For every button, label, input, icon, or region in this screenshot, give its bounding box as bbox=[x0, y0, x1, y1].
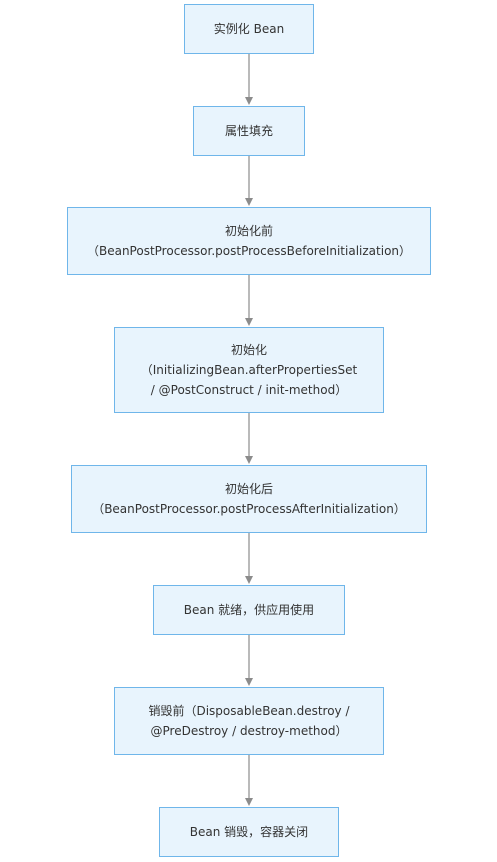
node-label-detail: （BeanPostProcessor.postProcessAfterIniti… bbox=[92, 502, 406, 516]
node-label: Bean 就绪，供应用使用 bbox=[183, 603, 315, 617]
arrowhead-icon bbox=[245, 97, 253, 105]
node-populate-properties: 属性填充 bbox=[193, 106, 305, 156]
node-instantiate-bean: 实例化 Bean bbox=[184, 4, 314, 54]
node-label: 销毁前（DisposableBean.destroy / bbox=[148, 704, 350, 718]
node-after-initialization: 初始化后 （BeanPostProcessor.postProcessAfter… bbox=[71, 465, 427, 533]
node-label: 实例化 Bean bbox=[213, 22, 285, 36]
arrowhead-icon bbox=[245, 456, 253, 464]
node-label-detail: （BeanPostProcessor.postProcessBeforeInit… bbox=[86, 244, 412, 258]
node-label: 初始化 bbox=[230, 343, 267, 357]
node-before-initialization: 初始化前 （BeanPostProcessor.postProcessBefor… bbox=[67, 207, 431, 275]
node-bean-destroyed: Bean 销毁，容器关闭 bbox=[159, 807, 339, 857]
node-bean-ready: Bean 就绪，供应用使用 bbox=[153, 585, 345, 635]
node-label: 属性填充 bbox=[224, 124, 273, 138]
node-label-detail: （InitializingBean.afterPropertiesSet bbox=[140, 363, 358, 377]
arrowhead-icon bbox=[245, 798, 253, 806]
node-label-detail: @PreDestroy / destroy-method） bbox=[150, 724, 348, 738]
arrowhead-icon bbox=[245, 318, 253, 326]
arrowhead-icon bbox=[245, 198, 253, 206]
arrowhead-icon bbox=[245, 576, 253, 584]
node-label: Bean 销毁，容器关闭 bbox=[189, 825, 309, 839]
node-label: 初始化前 bbox=[224, 224, 273, 238]
node-label: 初始化后 bbox=[224, 482, 273, 496]
node-label-detail: / @PostConstruct / init-method） bbox=[150, 383, 348, 397]
node-initialization: 初始化 （InitializingBean.afterPropertiesSet… bbox=[114, 327, 384, 413]
node-before-destroy: 销毁前（DisposableBean.destroy / @PreDestroy… bbox=[114, 687, 384, 755]
arrowhead-icon bbox=[245, 678, 253, 686]
